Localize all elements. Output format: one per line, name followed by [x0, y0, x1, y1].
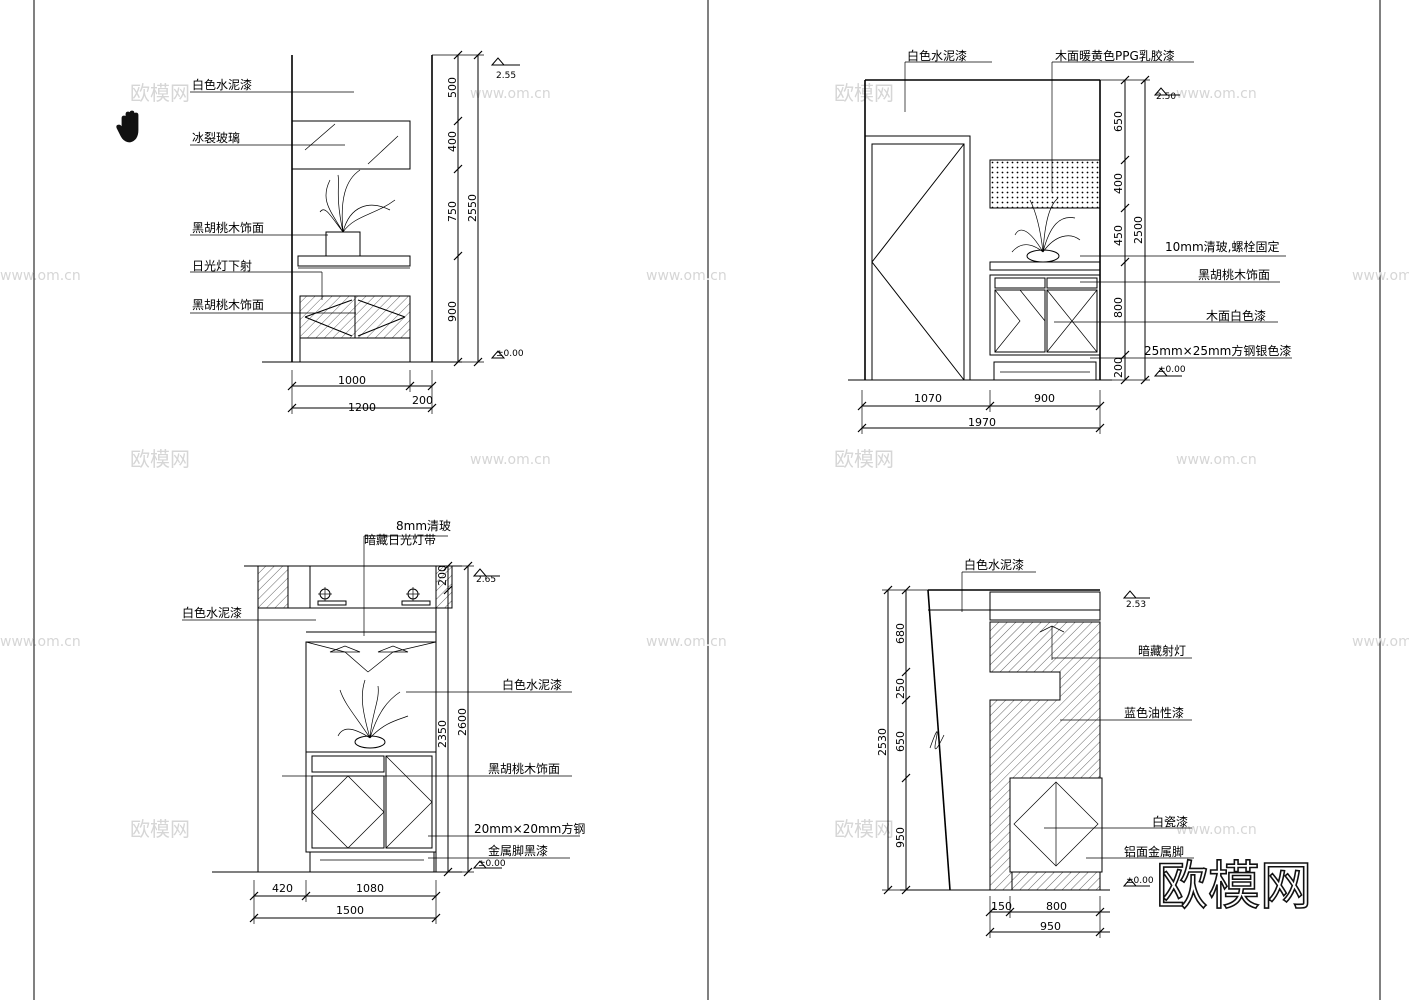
elevation-bottom-left [182, 535, 580, 924]
svg-text:蓝色油性漆: 蓝色油性漆 [1124, 706, 1184, 720]
svg-text:1070: 1070 [914, 392, 942, 405]
svg-text:1200: 1200 [348, 401, 376, 414]
svg-text:250: 250 [894, 678, 907, 699]
svg-text:680: 680 [894, 623, 907, 644]
svg-text:www.om.cn: www.om.cn [470, 86, 551, 102]
svg-text:±0.00: ±0.00 [496, 349, 524, 359]
svg-text:木面暖黄色PPG乳胶漆: 木面暖黄色PPG乳胶漆 [1055, 48, 1175, 63]
svg-text:150: 150 [991, 900, 1012, 913]
svg-text:1500: 1500 [336, 904, 364, 917]
svg-text:冰裂玻璃: 冰裂玻璃 [192, 131, 240, 145]
svg-text:25mm×25mm方钢银色漆: 25mm×25mm方钢银色漆 [1144, 343, 1291, 358]
svg-text:www.om.cn: www.om.cn [646, 634, 727, 650]
svg-text:200: 200 [436, 565, 449, 586]
svg-text:650: 650 [894, 731, 907, 752]
svg-text:白色水泥漆: 白色水泥漆 [502, 677, 562, 692]
svg-text:8mm清玻: 8mm清玻 [396, 519, 451, 533]
svg-text:木面白色漆: 木面白色漆 [1206, 308, 1266, 323]
svg-text:欧模网: 欧模网 [834, 817, 894, 841]
svg-text:1970: 1970 [968, 416, 996, 429]
svg-text:铝面金属脚: 铝面金属脚 [1124, 844, 1184, 859]
svg-text:950: 950 [1040, 920, 1061, 933]
elevation-bottom-right [882, 571, 1194, 938]
svg-text:200: 200 [1112, 357, 1125, 378]
svg-text:±0.00: ±0.00 [1126, 876, 1154, 886]
bottom-left-labels: 8mm清玻 暗藏日光灯带 白色水泥漆 白色水泥漆 黑胡桃木饰面 20mm×20m… [182, 519, 585, 917]
svg-text:2530: 2530 [876, 728, 889, 756]
svg-text:www.om.cn: www.om.cn [470, 452, 551, 468]
svg-text:±0.00: ±0.00 [1158, 365, 1186, 375]
svg-text:www.om.cn: www.om.cn [1352, 634, 1409, 650]
svg-text:1000: 1000 [338, 374, 366, 387]
watermarks: 欧模网 www.om.cn 欧模网 www.om.cn www.om.cn ww… [0, 81, 1409, 841]
svg-text:欧模网: 欧模网 [130, 81, 190, 105]
top-left-labels: 白色水泥漆 冰裂玻璃 黑胡桃木饰面 日光灯下射 黑胡桃木饰面 2.55 ±0.0… [192, 71, 524, 414]
svg-text:www.om.cn: www.om.cn [1352, 268, 1409, 284]
svg-text:欧模网: 欧模网 [834, 81, 894, 105]
elevation-top-left [190, 50, 520, 414]
svg-text:±0.00: ±0.00 [478, 859, 506, 869]
svg-text:白色水泥漆: 白色水泥漆 [907, 48, 967, 63]
svg-text:2.53: 2.53 [1126, 600, 1146, 610]
svg-text:www.om.cn: www.om.cn [0, 268, 81, 284]
svg-text:暗藏日光灯带: 暗藏日光灯带 [364, 532, 436, 547]
svg-text:www.om.cn: www.om.cn [1176, 86, 1257, 102]
svg-text:750: 750 [446, 201, 459, 222]
svg-text:20mm×20mm方钢: 20mm×20mm方钢 [474, 821, 585, 836]
svg-text:420: 420 [272, 882, 293, 895]
svg-text:200: 200 [412, 394, 433, 407]
elevation-top-right [848, 61, 1292, 434]
svg-text:黑胡桃木饰面: 黑胡桃木饰面 [192, 297, 264, 312]
svg-text:欧模网: 欧模网 [834, 447, 894, 471]
svg-text:450: 450 [1112, 225, 1125, 246]
hand-cursor-icon[interactable] [116, 110, 139, 143]
svg-text:950: 950 [894, 827, 907, 848]
svg-text:欧模网: 欧模网 [130, 817, 190, 841]
svg-text:500: 500 [446, 77, 459, 98]
svg-text:www.om.cn: www.om.cn [1176, 452, 1257, 468]
svg-text:2600: 2600 [456, 708, 469, 736]
svg-text:暗藏射灯: 暗藏射灯 [1138, 643, 1186, 658]
svg-text:2.50: 2.50 [1156, 92, 1176, 102]
svg-text:10mm清玻,螺栓固定: 10mm清玻,螺栓固定 [1165, 239, 1279, 254]
svg-text:www.om.cn: www.om.cn [1176, 822, 1257, 838]
svg-text:400: 400 [1112, 173, 1125, 194]
brand-logo: 欧模网 [1156, 857, 1312, 917]
top-right-labels: 白色水泥漆 木面暖黄色PPG乳胶漆 10mm清玻,螺栓固定 黑胡桃木饰面 木面白… [907, 48, 1291, 429]
svg-text:2500: 2500 [1132, 216, 1145, 244]
svg-text:2.55: 2.55 [496, 71, 516, 81]
svg-text:2.65: 2.65 [476, 575, 496, 585]
bottom-right-labels: 白色水泥漆 暗藏射灯 蓝色油性漆 白瓷漆 铝面金属脚 2.53 ±0.00 68… [876, 557, 1188, 933]
svg-text:黑胡桃木饰面: 黑胡桃木饰面 [488, 761, 560, 776]
svg-text:1080: 1080 [356, 882, 384, 895]
svg-text:黑胡桃木饰面: 黑胡桃木饰面 [1198, 267, 1270, 282]
svg-text:日光灯下射: 日光灯下射 [192, 258, 252, 273]
svg-text:黑胡桃木饰面: 黑胡桃木饰面 [192, 220, 264, 235]
svg-text:900: 900 [446, 301, 459, 322]
svg-text:400: 400 [446, 131, 459, 152]
svg-text:2350: 2350 [436, 720, 449, 748]
svg-text:白色水泥漆: 白色水泥漆 [182, 605, 242, 620]
svg-text:欧模网: 欧模网 [130, 447, 190, 471]
svg-text:800: 800 [1112, 297, 1125, 318]
svg-text:www.om.cn: www.om.cn [0, 634, 81, 650]
svg-text:www.om.cn: www.om.cn [646, 268, 727, 284]
svg-text:800: 800 [1046, 900, 1067, 913]
svg-text:2550: 2550 [466, 194, 479, 222]
svg-text:白瓷漆: 白瓷漆 [1152, 814, 1188, 829]
svg-text:白色水泥漆: 白色水泥漆 [964, 557, 1024, 572]
svg-text:白色水泥漆: 白色水泥漆 [192, 77, 252, 92]
svg-text:900: 900 [1034, 392, 1055, 405]
svg-text:金属脚黑漆: 金属脚黑漆 [488, 843, 548, 858]
svg-text:650: 650 [1112, 111, 1125, 132]
